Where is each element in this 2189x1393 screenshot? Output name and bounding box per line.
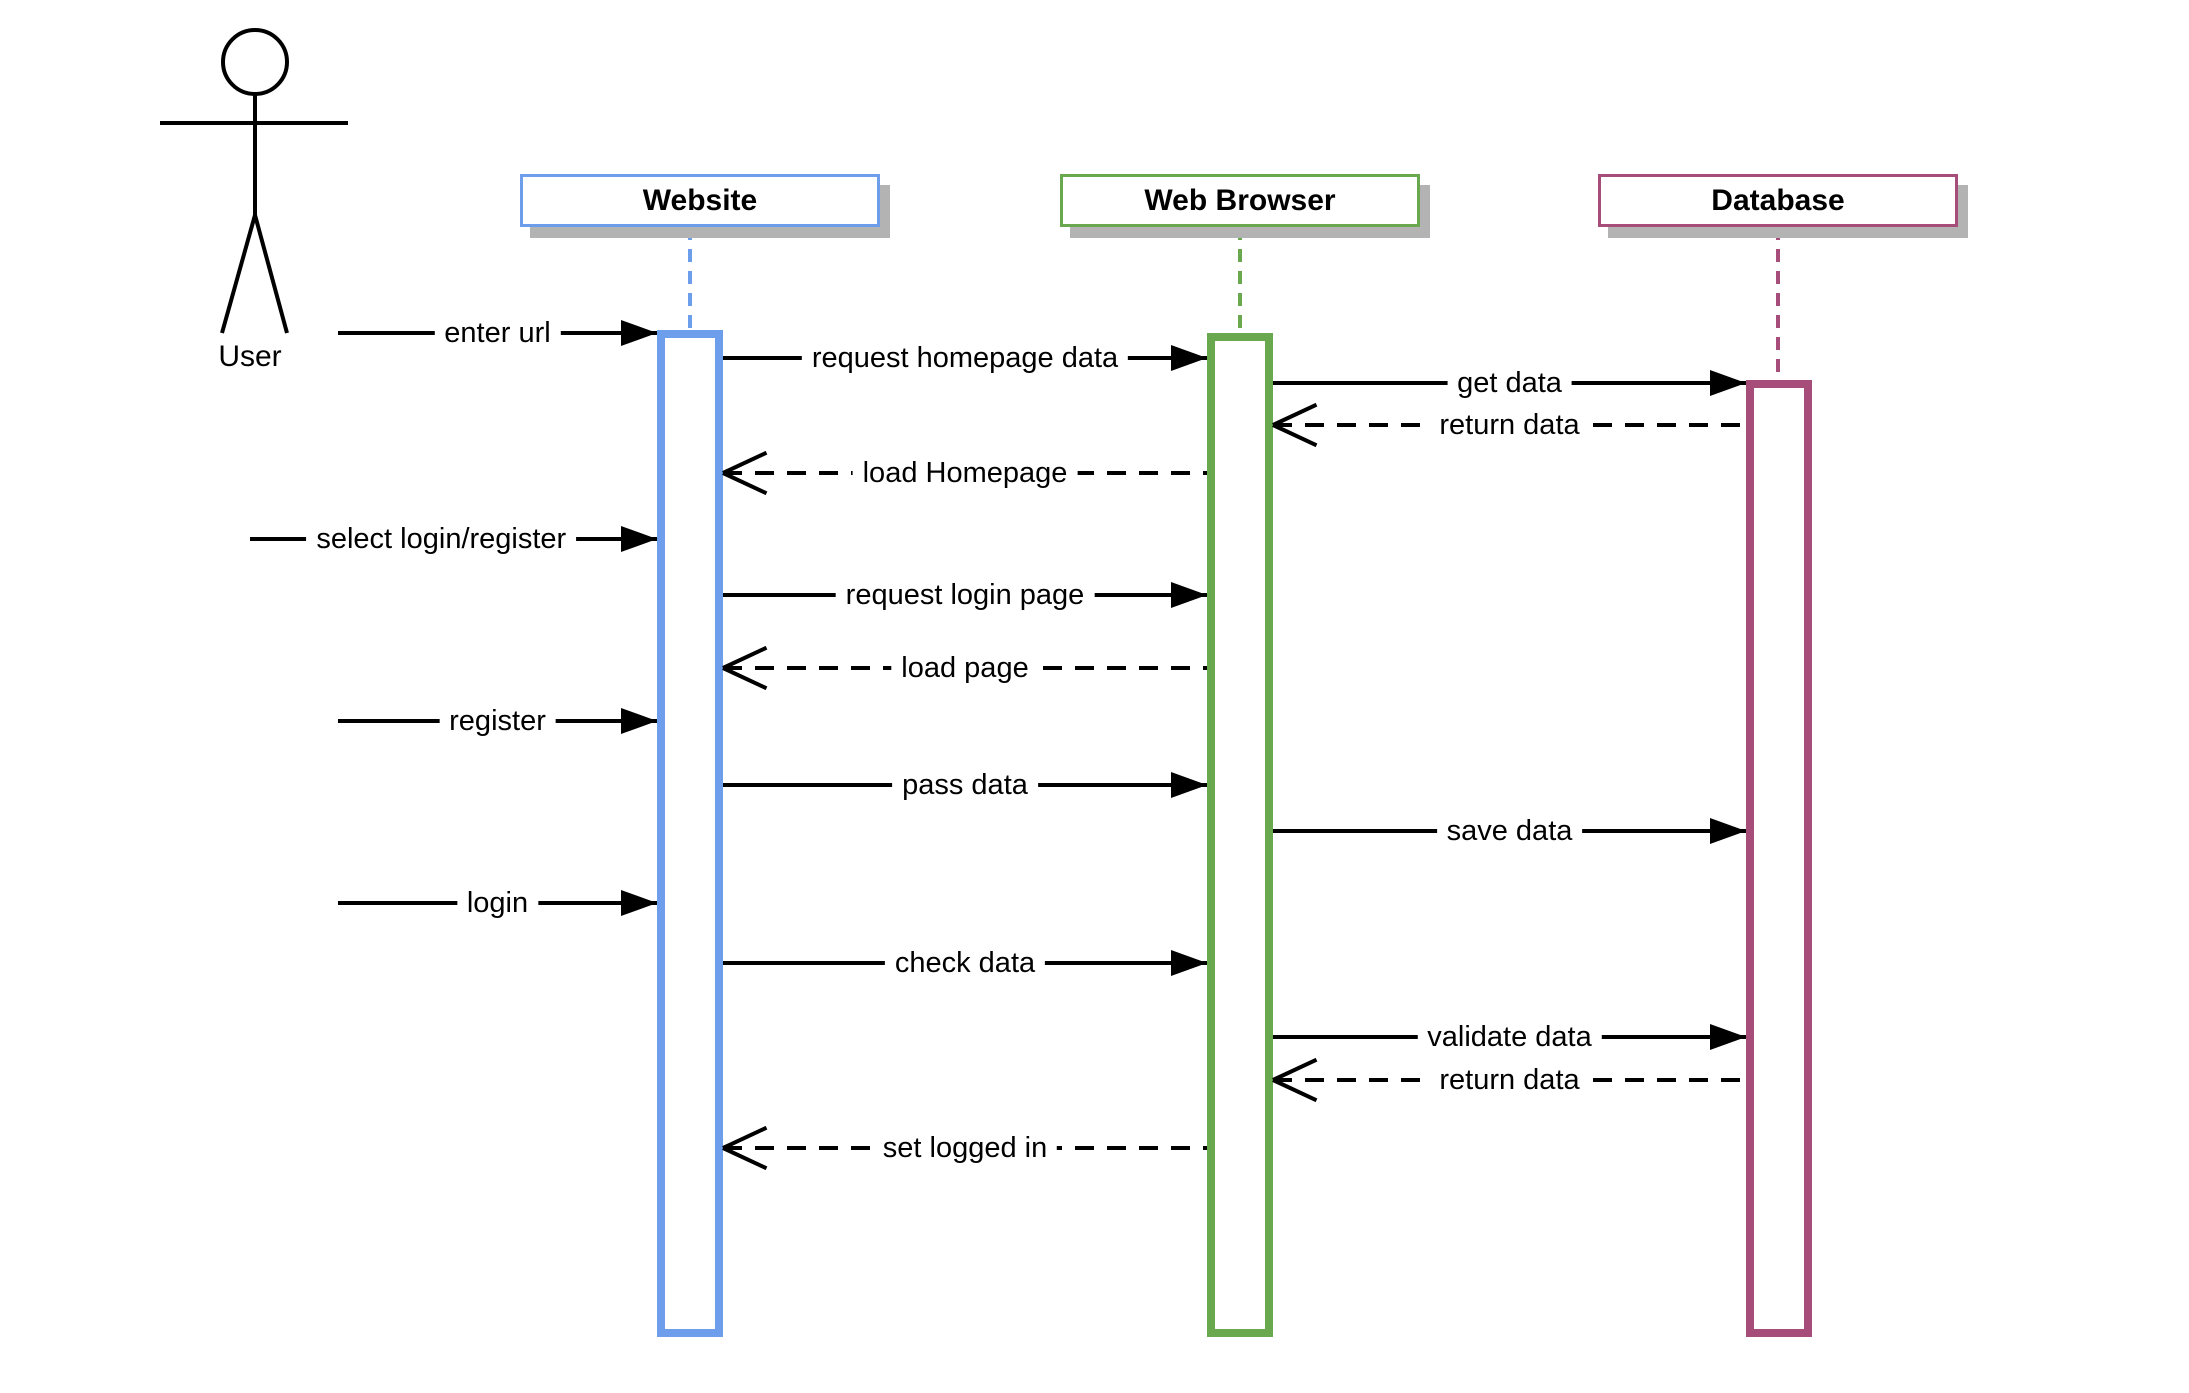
actor-leg-right — [253, 214, 289, 334]
participant-database-title: Database — [1711, 183, 1845, 217]
arrowhead-solid-icon — [621, 708, 657, 734]
arrowhead-solid-icon — [621, 890, 657, 916]
activation-bar-database — [1746, 380, 1812, 1337]
message-label: return data — [1429, 1062, 1590, 1098]
message-label: enter url — [434, 315, 561, 351]
message-label: login — [456, 885, 539, 921]
message-label: set logged in — [872, 1130, 1058, 1166]
arrowhead-solid-icon — [1710, 370, 1746, 396]
message-label: check data — [884, 945, 1046, 981]
message-label: pass data — [892, 767, 1038, 803]
message-label: save data — [1436, 813, 1583, 849]
participant-web-browser-title: Web Browser — [1144, 183, 1336, 217]
message-label: load Homepage — [852, 455, 1078, 491]
arrowhead-solid-icon — [1710, 1024, 1746, 1050]
participant-web-browser-header: Web Browser — [1060, 174, 1420, 227]
actor-head — [221, 28, 289, 96]
arrowhead-solid-icon — [1171, 345, 1207, 371]
actor-leg-left — [220, 214, 257, 334]
lifeline-website — [688, 227, 692, 330]
message-label: load page — [891, 650, 1039, 686]
arrowhead-solid-icon — [1171, 950, 1207, 976]
participant-website-title: Website — [642, 183, 758, 217]
activation-bar-website — [657, 330, 723, 1337]
arrowhead-solid-icon — [1710, 818, 1746, 844]
activation-bar-web-browser — [1207, 333, 1273, 1337]
message-label: register — [439, 703, 556, 739]
participant-website-header: Website — [520, 174, 880, 227]
actor-label: User — [218, 340, 282, 373]
message-label: request homepage data — [801, 340, 1129, 376]
arrowhead-solid-icon — [1171, 582, 1207, 608]
message-label: request login page — [835, 577, 1095, 613]
arrowhead-solid-icon — [1171, 772, 1207, 798]
message-label: return data — [1429, 407, 1590, 443]
arrowhead-solid-icon — [621, 320, 657, 346]
lifeline-database — [1776, 227, 1780, 380]
message-label: validate data — [1417, 1019, 1602, 1055]
message-label: get data — [1447, 365, 1572, 401]
lifeline-web-browser — [1238, 227, 1242, 333]
participant-database-header: Database — [1598, 174, 1958, 227]
arrowhead-solid-icon — [621, 526, 657, 552]
message-label: select login/register — [306, 521, 577, 557]
user-actor-icon — [160, 28, 348, 334]
